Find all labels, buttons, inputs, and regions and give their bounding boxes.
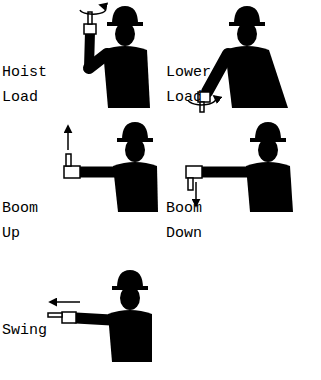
swing-figure	[48, 270, 152, 362]
head	[258, 138, 278, 162]
rotation-arrow	[80, 5, 106, 14]
signal-label: Boom Down	[166, 196, 218, 246]
thumb	[188, 178, 193, 190]
hard-hat	[255, 122, 281, 140]
boom-down-figure	[186, 122, 293, 212]
signal-label: Hoist Load	[2, 60, 54, 110]
boom-up-figure	[64, 122, 158, 212]
forearm	[89, 32, 90, 68]
head	[237, 22, 257, 46]
thumb	[66, 154, 71, 166]
signal-label: Lower Load	[166, 60, 218, 110]
hard-hat	[117, 270, 143, 288]
arm	[202, 167, 249, 178]
hard-hat	[112, 6, 138, 24]
hard-hat	[234, 6, 260, 24]
fist	[64, 166, 80, 178]
hand	[62, 312, 76, 323]
signal-label: Boom Up	[2, 196, 54, 246]
hard-hat	[122, 122, 148, 140]
arm	[76, 318, 111, 320]
head	[115, 22, 135, 46]
arm	[80, 167, 116, 178]
left-arrow	[50, 301, 80, 303]
index-finger	[48, 313, 62, 317]
up-arrow	[67, 126, 69, 150]
hoist-figure	[80, 5, 150, 108]
head	[120, 286, 140, 310]
hand	[84, 24, 96, 34]
signal-label: Swing	[2, 318, 54, 343]
torso	[225, 46, 288, 108]
head	[125, 138, 145, 162]
fist	[186, 166, 202, 178]
lower-figure	[188, 6, 288, 112]
